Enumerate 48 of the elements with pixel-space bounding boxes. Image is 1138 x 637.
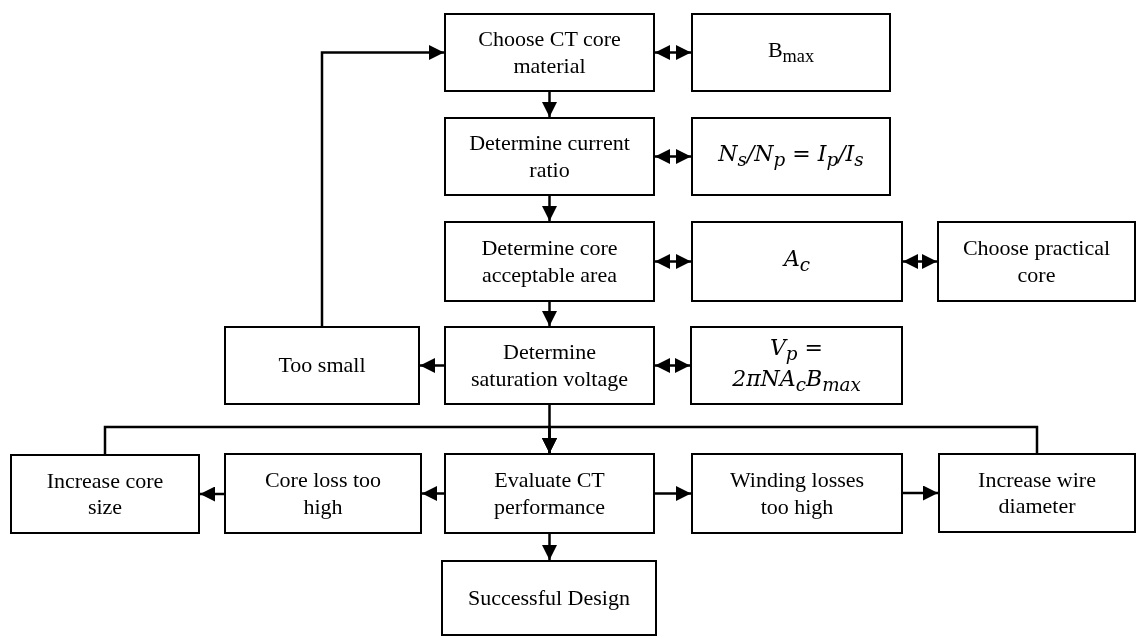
process-box: [691, 13, 891, 92]
process-box: [691, 453, 903, 534]
process-box: [444, 326, 655, 405]
arrow: [420, 358, 444, 373]
formula-text: A$_{c}$: [783, 246, 811, 277]
arrow: [542, 425, 1039, 453]
box-label: Determine saturation voltage: [470, 339, 629, 392]
process-box: [444, 13, 655, 92]
process-box: [938, 453, 1136, 533]
box-label: Choose CT core material: [477, 26, 622, 79]
arrow: [320, 45, 444, 326]
box-label: Determine current ratio: [468, 130, 631, 183]
process-box: [10, 454, 200, 534]
arrow: [542, 92, 557, 117]
formula-box: [690, 326, 903, 405]
arrow: [655, 149, 691, 164]
process-box: [444, 221, 655, 302]
arrow: [655, 254, 691, 269]
arrow: [655, 45, 691, 60]
formula-text: V$_{p}$ = 2πNA$_{c}$B$_{max}$: [731, 335, 862, 396]
arrow: [542, 534, 557, 560]
box-label: B$_{max}$: [767, 36, 815, 69]
box-label: Increase wire diameter: [977, 466, 1097, 520]
box-label: Determine core acceptable area: [480, 235, 619, 288]
formula-text: N$_{s}$/N$_{p}$ = I$_{p}$/I$_{s}$: [718, 141, 864, 172]
process-box: [937, 221, 1136, 302]
formula-box: [691, 221, 903, 302]
box-label: Increase core size: [45, 467, 165, 521]
arrow: [422, 486, 444, 501]
arrow: [903, 485, 938, 501]
arrow: [655, 486, 691, 501]
box-label: Too small: [278, 352, 366, 379]
process-box: [224, 453, 422, 534]
arrow: [200, 486, 224, 502]
box-label: Choose practical core: [961, 235, 1112, 288]
box-label: Core loss too high: [263, 467, 383, 520]
box-label: Winding losses too high: [728, 467, 866, 520]
arrow: [542, 196, 557, 221]
arrow: [655, 358, 690, 373]
arrow: [903, 254, 937, 269]
process-box: [444, 453, 655, 534]
process-box: [224, 326, 420, 405]
formula-box: [691, 117, 891, 196]
arrow: [542, 302, 557, 326]
box-label: Evaluate CT performance: [492, 467, 607, 520]
process-box: [444, 117, 655, 196]
process-box: [441, 560, 657, 636]
box-label: Successful Design: [468, 584, 630, 612]
